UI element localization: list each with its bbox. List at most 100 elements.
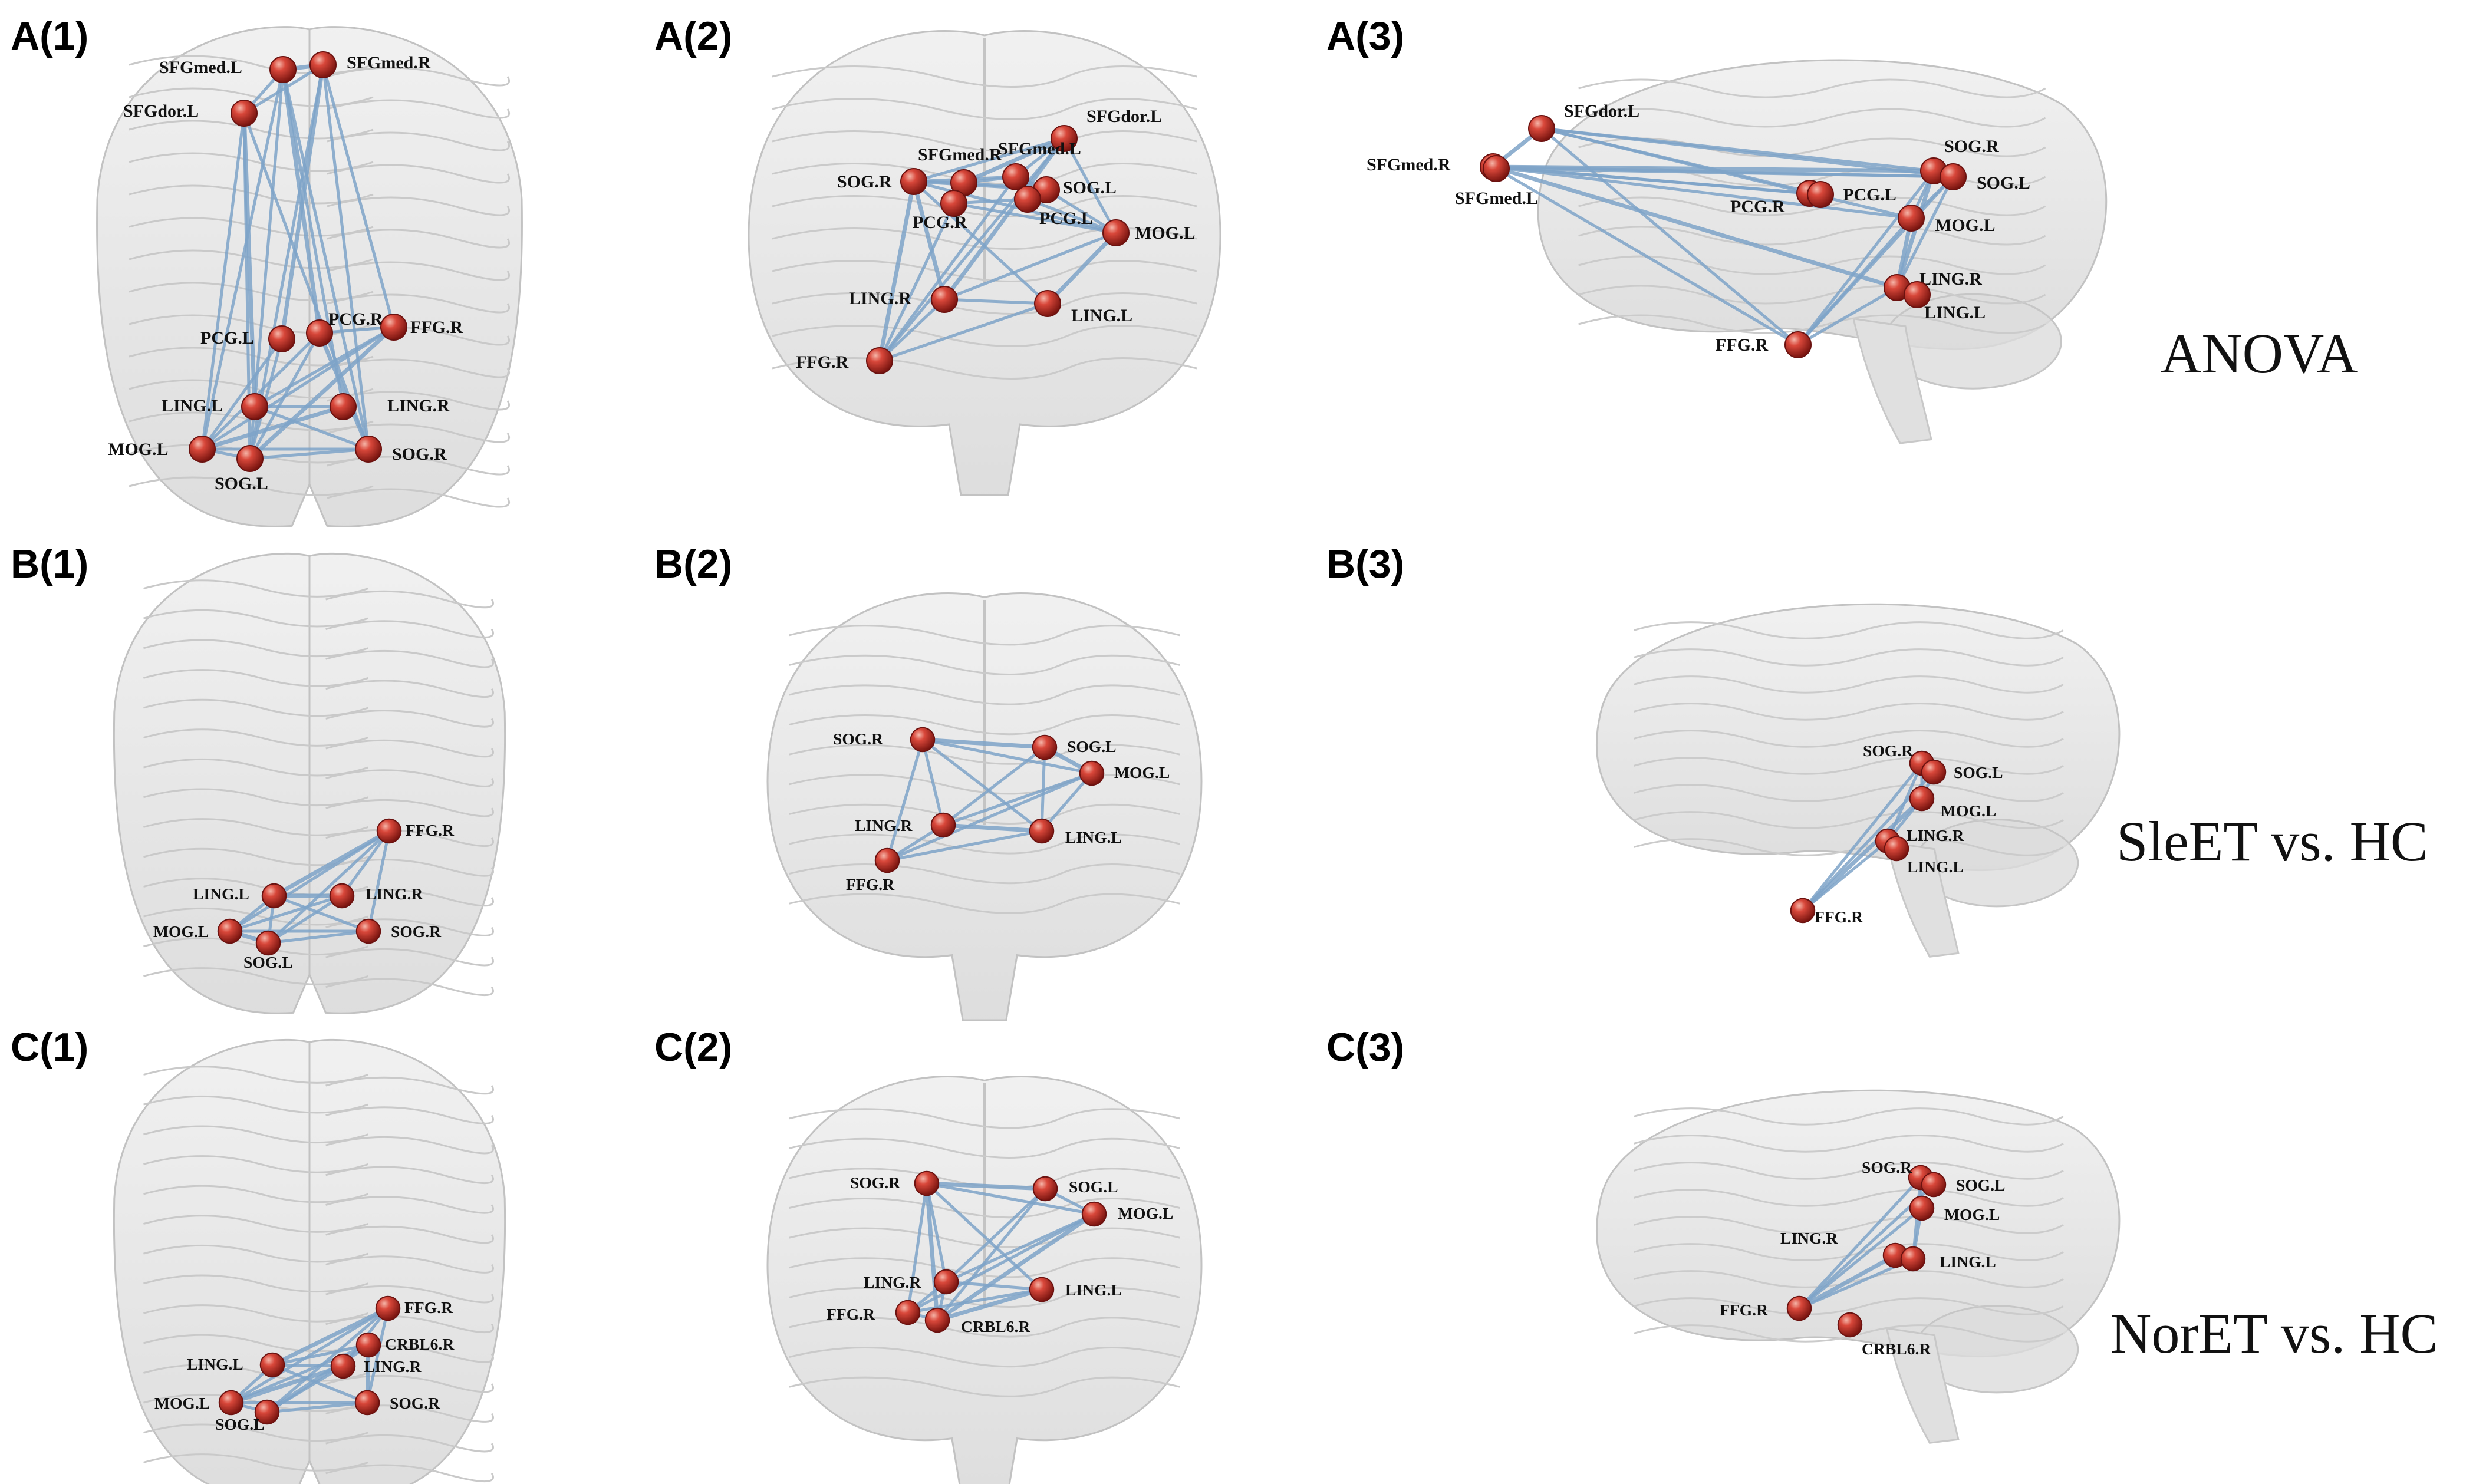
region-label: PCG.R <box>328 309 383 329</box>
region-label: SOG.R <box>850 1173 901 1192</box>
gyrus-texture <box>325 888 494 907</box>
gyrus-texture <box>327 196 510 216</box>
gyrus-texture <box>325 710 494 728</box>
network-edge <box>936 1187 1047 1322</box>
brain-region-node <box>1940 163 1967 190</box>
network-edge <box>1801 761 1924 912</box>
network-edge <box>200 325 396 451</box>
brain-region-node <box>1032 734 1058 760</box>
region-label: SFGdor.L <box>123 101 199 121</box>
gyrus-texture <box>1633 811 2064 829</box>
gyrus-texture <box>143 1453 368 1472</box>
gyrus-texture <box>143 639 368 658</box>
network-edge <box>229 1364 345 1405</box>
gyrus-texture <box>129 217 374 237</box>
network-edge <box>266 894 344 945</box>
region-label: PCG.R <box>1730 197 1785 216</box>
region-label: CRBL6.R <box>1862 1340 1931 1358</box>
brain-region-node <box>914 1170 940 1196</box>
network-edge <box>266 929 370 945</box>
network-edge <box>229 1307 390 1404</box>
network: SFGdor.LSFGmed.RSFGmed.LSOG.RSOG.LPCG.RP… <box>1367 101 2030 358</box>
gyrus-texture <box>1633 730 2064 748</box>
region-label: MOG.L <box>153 922 209 941</box>
left-hemisphere-shape <box>113 1038 311 1484</box>
gyrus-texture <box>772 130 1197 153</box>
network-edge <box>906 1182 929 1314</box>
region-label: SFGdor.L <box>1564 101 1639 121</box>
brain-region-node <box>1029 818 1055 844</box>
network-edge <box>878 298 946 362</box>
region-label: SFGmed.R <box>347 53 431 72</box>
region-label: LING.L <box>193 885 249 903</box>
gyrus-texture <box>129 152 374 172</box>
region-label: LING.R <box>864 1273 921 1291</box>
region-label: PCG.L <box>200 328 254 348</box>
network-edge <box>200 331 321 451</box>
network-edge <box>1797 1253 1898 1311</box>
network-edge <box>1796 169 1935 347</box>
network-edge <box>228 894 344 933</box>
gyrus-texture <box>325 978 494 996</box>
brain-region-node <box>1921 1172 1947 1198</box>
gyrus-texture <box>325 1434 494 1453</box>
region-label: SOG.L <box>1063 178 1117 197</box>
region-label: SFGmed.L <box>998 139 1081 159</box>
brain-region-node <box>1909 1195 1935 1221</box>
network-edge <box>228 829 391 933</box>
region-label: SOG.R <box>391 922 442 941</box>
network-edge <box>877 179 916 363</box>
gyrus-texture <box>325 590 494 609</box>
brain-region-node <box>355 436 382 463</box>
network-edge <box>941 746 1046 827</box>
network-edge <box>885 771 1094 862</box>
panel-C3: C(3) SOG.RSOG.LMOG.LLING.RLING.LFFG.RCRB… <box>1326 1025 2121 1444</box>
region-label: LING.L <box>1071 306 1132 325</box>
network-edge <box>943 298 1049 305</box>
gyrus-texture <box>789 863 1180 885</box>
gyrus-texture <box>789 1347 1180 1368</box>
gyrus-texture <box>129 347 374 367</box>
brain-region-node <box>259 1352 285 1378</box>
brain-region-node <box>1904 281 1931 308</box>
network-edge <box>281 68 370 451</box>
network-edge <box>952 202 1118 235</box>
gyrus-texture <box>143 1095 368 1114</box>
network-edge <box>1040 771 1094 833</box>
network-edge <box>321 63 370 451</box>
cerebrum-shape <box>1596 603 2121 872</box>
network-edge <box>270 1306 390 1367</box>
brain-coronal-view <box>748 30 1221 496</box>
brain-region-node <box>329 883 355 909</box>
network-edge <box>340 829 391 898</box>
region-label: PCG.L <box>1843 185 1896 205</box>
network-edge <box>935 1287 1044 1323</box>
network-edge <box>1886 761 1924 843</box>
region-label: SOG.L <box>1069 1178 1118 1196</box>
network-edge <box>1494 167 1955 179</box>
gyrus-texture <box>1633 1297 2064 1315</box>
network-edge <box>944 1212 1096 1284</box>
gyrus-texture <box>325 1196 494 1214</box>
gyrus-texture <box>143 1304 368 1323</box>
gyrus-texture <box>129 476 374 496</box>
network-edge <box>924 1181 1048 1191</box>
network-edge <box>1540 127 1800 347</box>
gyrus-texture <box>325 620 494 638</box>
region-label: MOG.L <box>1114 763 1170 781</box>
gyrus-texture <box>327 488 510 508</box>
region-label: PCG.R <box>913 213 967 232</box>
gyrus-texture <box>143 1185 368 1203</box>
brain-coronal-view <box>766 592 1203 1021</box>
network-edge <box>1040 746 1046 833</box>
gyrus-texture <box>1633 1243 2064 1261</box>
gyrus-texture <box>143 907 368 926</box>
brain-region-node <box>189 436 216 463</box>
network-edge <box>942 136 1066 302</box>
network-edge <box>242 111 257 409</box>
region-label: SOG.R <box>1862 1158 1912 1176</box>
network-edge <box>1062 137 1118 235</box>
